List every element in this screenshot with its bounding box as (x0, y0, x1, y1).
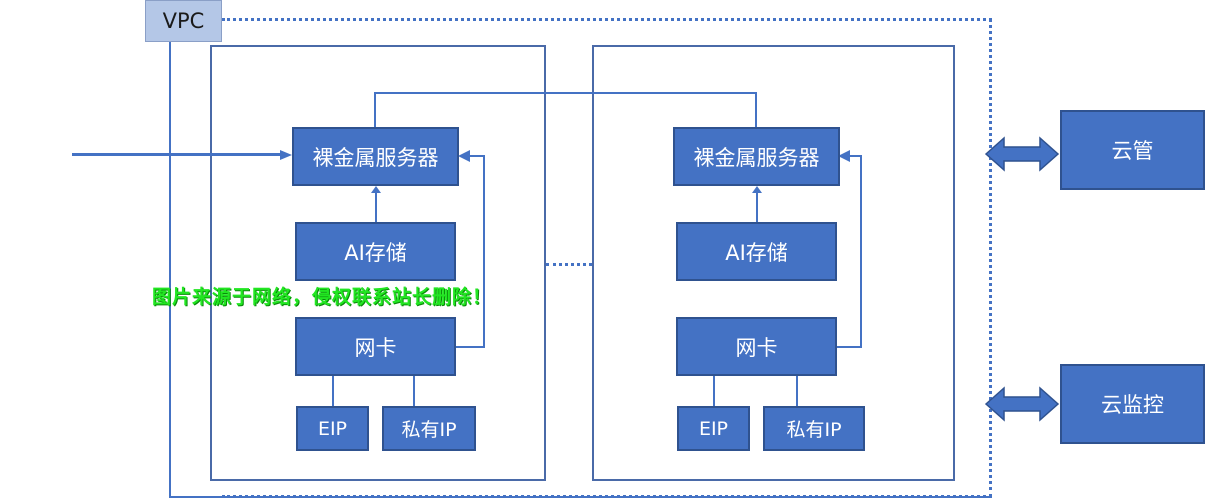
vpc-dotted-border (222, 18, 992, 498)
vpc-left-line (169, 40, 171, 498)
right-eip-link (713, 376, 715, 406)
double-arrow-icon (984, 136, 1060, 172)
external-input-line (72, 153, 284, 156)
server-link-right (755, 92, 757, 128)
right-ai-storage: AI存储 (676, 222, 837, 281)
left-nic-feedback-top (467, 155, 485, 157)
right-node-panel (592, 45, 955, 481)
right-private-ip: 私有IP (763, 406, 865, 451)
arrowhead-icon (458, 150, 470, 162)
right-privateip-link (796, 376, 798, 406)
left-ai-storage: AI存储 (295, 222, 456, 281)
server-link-top (374, 92, 757, 94)
panel-dotted-link (546, 263, 592, 266)
right-nic: 网卡 (676, 317, 837, 376)
vpc-label: VPC (145, 0, 222, 42)
arrowhead-icon (371, 186, 381, 193)
left-nic: 网卡 (295, 317, 456, 376)
left-eip-link (332, 376, 334, 406)
right-nic-feedback-bottom (836, 346, 862, 348)
right-nic-feedback-top (846, 155, 862, 157)
arrowhead-icon (752, 186, 762, 193)
left-bare-metal-server: 裸金属服务器 (292, 127, 459, 186)
arrowhead-icon (838, 150, 850, 162)
left-privateip-link (413, 376, 415, 406)
right-storage-to-server (756, 190, 758, 222)
cloud-monitoring: 云监控 (1060, 364, 1205, 444)
right-eip: EIP (677, 406, 750, 451)
left-node-panel (210, 45, 546, 481)
left-private-ip: 私有IP (382, 406, 476, 451)
right-nic-feedback-vertical (860, 155, 862, 348)
left-storage-to-server (375, 190, 377, 222)
left-nic-feedback-vertical (483, 155, 485, 348)
left-eip: EIP (296, 406, 369, 451)
left-nic-feedback-bottom (455, 346, 485, 348)
cloud-management: 云管 (1060, 110, 1205, 190)
double-arrow-icon (984, 386, 1060, 422)
watermark-text: 图片来源于网络，侵权联系站长删除！ (152, 286, 493, 308)
arrowhead-icon (280, 150, 292, 160)
right-bare-metal-server: 裸金属服务器 (673, 127, 840, 186)
server-link-left (374, 92, 376, 128)
